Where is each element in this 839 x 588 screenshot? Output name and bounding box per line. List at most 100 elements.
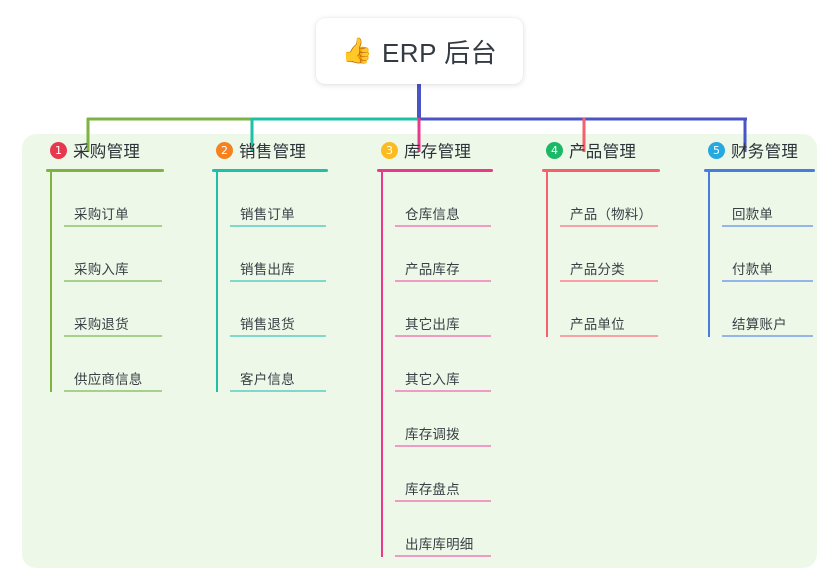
branch-title: 产品管理	[569, 143, 637, 161]
branch-header-3[interactable]: 3 库存管理	[365, 134, 513, 166]
branch-header-rule	[377, 169, 493, 172]
branch-item[interactable]: 采购退货	[64, 282, 184, 337]
branch-item[interactable]: 出库库明细	[395, 502, 513, 557]
branch-title: 采购管理	[73, 143, 141, 161]
branch-title: 销售管理	[239, 143, 307, 161]
branch-item-rule	[230, 390, 326, 392]
branch-spine	[546, 172, 548, 337]
branch-item-rule	[560, 225, 658, 227]
branch-number-badge: 2	[216, 141, 233, 159]
branch-item-label: 采购退货	[74, 317, 129, 332]
thumbs-up-icon: 👍	[341, 36, 373, 65]
branch-item-label: 产品（物料）	[570, 207, 653, 222]
branch-item[interactable]: 销售退货	[230, 282, 348, 337]
branch-header-rule	[212, 169, 328, 172]
branch-item-rule	[395, 335, 491, 337]
branch-item-rule	[722, 335, 813, 337]
branch-items: 销售订单销售出库销售退货客户信息	[216, 172, 348, 392]
branch-item[interactable]: 回款单	[722, 172, 835, 227]
branch-item-label: 产品单位	[570, 317, 625, 332]
branch-spine	[216, 172, 218, 392]
branch-item-label: 采购入库	[74, 262, 129, 277]
branch-item-rule	[560, 335, 658, 337]
branch-item[interactable]: 销售订单	[230, 172, 348, 227]
branch-item-label: 其它出库	[405, 317, 460, 332]
branch-item[interactable]: 付款单	[722, 227, 835, 282]
branch-item[interactable]: 销售出库	[230, 227, 348, 282]
branch-header-5[interactable]: 5 财务管理	[692, 134, 835, 166]
branch-item-label: 产品分类	[570, 262, 625, 277]
branch-spine	[708, 172, 710, 337]
branch-item-rule	[395, 225, 491, 227]
branch-number-badge: 5	[708, 141, 725, 159]
branch-item-label: 出库库明细	[405, 537, 474, 552]
branch-item-label: 库存盘点	[405, 482, 460, 497]
branch-header-rule	[46, 169, 164, 172]
branch-header-rule	[704, 169, 815, 172]
branch-item-label: 采购订单	[74, 207, 129, 222]
branch-item-rule	[395, 280, 491, 282]
branch-column-3: 3 库存管理仓库信息产品库存其它出库其它入库库存调拨库存盘点出库库明细	[365, 134, 513, 557]
branch-item-rule	[722, 280, 813, 282]
branch-column-5: 5 财务管理回款单付款单结算账户	[692, 134, 835, 337]
branch-item-label: 付款单	[732, 262, 774, 277]
branch-item[interactable]: 产品库存	[395, 227, 513, 282]
branch-title: 库存管理	[404, 143, 472, 161]
branch-item-label: 销售出库	[240, 262, 295, 277]
branch-item-rule	[395, 390, 491, 392]
branch-items: 采购订单采购入库采购退货供应商信息	[50, 172, 184, 392]
branch-item[interactable]: 产品（物料）	[560, 172, 680, 227]
branch-item[interactable]: 库存盘点	[395, 447, 513, 502]
diagram-panel	[22, 134, 817, 568]
branch-item[interactable]: 仓库信息	[395, 172, 513, 227]
branch-title: 财务管理	[731, 143, 799, 161]
branch-item[interactable]: 结算账户	[722, 282, 835, 337]
branch-item[interactable]: 产品单位	[560, 282, 680, 337]
root-node[interactable]: 👍 ERP 后台	[316, 18, 523, 84]
branch-item-rule	[64, 225, 162, 227]
branch-header-rule	[542, 169, 660, 172]
branch-item[interactable]: 其它出库	[395, 282, 513, 337]
branch-item-label: 结算账户	[732, 317, 787, 332]
branch-item-rule	[64, 390, 162, 392]
branch-item-rule	[64, 335, 162, 337]
branch-number-badge: 3	[381, 141, 398, 159]
branch-item[interactable]: 采购入库	[64, 227, 184, 282]
branch-header-4[interactable]: 4 产品管理	[530, 134, 680, 166]
branch-item[interactable]: 产品分类	[560, 227, 680, 282]
branch-spine	[381, 172, 383, 557]
branch-item-rule	[230, 335, 326, 337]
branch-item-rule	[395, 445, 491, 447]
branch-item[interactable]: 供应商信息	[64, 337, 184, 392]
branch-item[interactable]: 库存调拨	[395, 392, 513, 447]
branch-item-label: 产品库存	[405, 262, 460, 277]
branch-items: 仓库信息产品库存其它出库其它入库库存调拨库存盘点出库库明细	[381, 172, 513, 557]
branch-item-rule	[395, 500, 491, 502]
branch-item-rule	[560, 280, 658, 282]
branch-item-label: 库存调拨	[405, 427, 460, 442]
branch-item-label: 仓库信息	[405, 207, 460, 222]
branch-number-badge: 4	[546, 141, 563, 159]
branch-spine	[50, 172, 52, 392]
branch-item-label: 销售退货	[240, 317, 295, 332]
root-title: ERP 后台	[381, 37, 498, 68]
branch-item-label: 供应商信息	[74, 372, 143, 387]
branch-item-rule	[230, 280, 326, 282]
branch-item[interactable]: 采购订单	[64, 172, 184, 227]
branch-column-2: 2 销售管理销售订单销售出库销售退货客户信息	[200, 134, 348, 392]
branch-item-label: 回款单	[732, 207, 774, 222]
branch-item-label: 其它入库	[405, 372, 460, 387]
branch-item-rule	[64, 280, 162, 282]
branch-item-label: 客户信息	[240, 372, 295, 387]
branch-items: 产品（物料） 产品分类产品单位	[546, 172, 680, 337]
branch-item-rule	[395, 555, 491, 557]
branch-item-rule	[722, 225, 813, 227]
branch-item[interactable]: 客户信息	[230, 337, 348, 392]
branch-item-label: 销售订单	[240, 207, 295, 222]
branch-header-2[interactable]: 2 销售管理	[200, 134, 348, 166]
branch-item[interactable]: 其它入库	[395, 337, 513, 392]
branch-column-4: 4 产品管理产品（物料） 产品分类产品单位	[530, 134, 680, 337]
